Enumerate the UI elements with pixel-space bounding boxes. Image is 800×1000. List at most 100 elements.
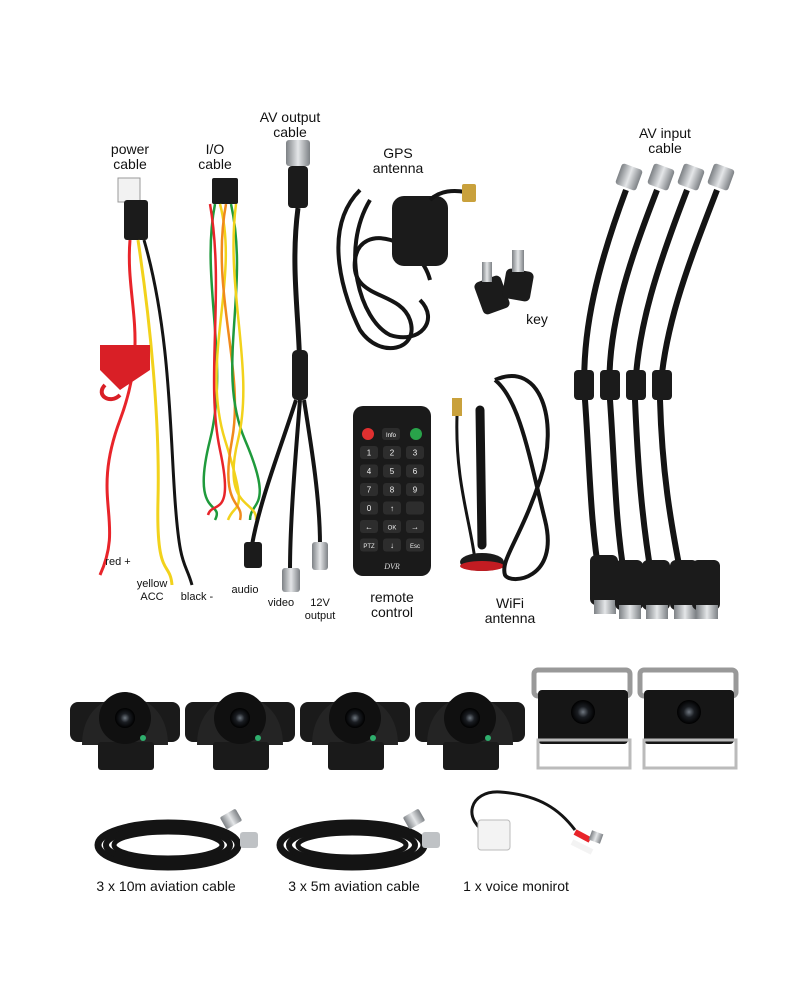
remote-key-label: ↑ bbox=[390, 504, 394, 513]
remote-key bbox=[383, 501, 401, 515]
label-wifi-antenna: WiFi antenna bbox=[470, 596, 550, 625]
av-output-connector bbox=[286, 140, 310, 166]
io-wire-red bbox=[206, 203, 227, 516]
label-io-cable-line1: I/O bbox=[205, 141, 225, 157]
dome-camera-3 bbox=[300, 692, 410, 770]
remote-key-label: → bbox=[411, 523, 419, 532]
voice-monitor bbox=[470, 790, 604, 855]
fuse-strap bbox=[99, 383, 122, 402]
remote-key-label: 5 bbox=[390, 467, 395, 476]
box-cameras bbox=[531, 667, 739, 770]
remote-key-label: PTZ bbox=[363, 544, 375, 550]
gps-sma-connector bbox=[462, 184, 476, 202]
label-audio: audio bbox=[231, 584, 259, 596]
remote-key-label: 6 bbox=[413, 467, 418, 476]
remote-key-label: 2 bbox=[390, 449, 395, 458]
remote-key bbox=[406, 464, 424, 478]
yellow-wire bbox=[136, 239, 174, 586]
av-output-cable bbox=[244, 140, 328, 592]
remote-key bbox=[383, 464, 401, 478]
remote-key-label: ← bbox=[365, 523, 373, 532]
label-power-cable: power cable bbox=[95, 142, 165, 171]
wifi-antenna bbox=[452, 374, 550, 582]
remote-key bbox=[360, 446, 378, 459]
label-key: key bbox=[526, 311, 548, 327]
caption-10m-cable: 3 x 10m aviation cable bbox=[96, 878, 236, 894]
io-cable bbox=[202, 178, 261, 521]
av-output-boot bbox=[288, 166, 308, 208]
remote-key-label: 9 bbox=[413, 486, 418, 495]
remote-brand: DVR bbox=[383, 562, 400, 571]
remote-key-label: 0 bbox=[367, 504, 372, 513]
audio-plug bbox=[244, 542, 262, 568]
key-blade-1 bbox=[512, 250, 524, 272]
remote-key bbox=[383, 520, 401, 533]
label-io-cable: I/O cable bbox=[183, 142, 247, 171]
io-wire-orange bbox=[220, 203, 242, 521]
label-wifi-line1: WiFi bbox=[496, 595, 524, 611]
remote-key bbox=[383, 446, 401, 459]
label-remote-line2: control bbox=[370, 603, 414, 620]
remote-key bbox=[406, 501, 424, 515]
label-av-output-line2: cable bbox=[273, 123, 307, 140]
label-yellow-acc: yellow ACC bbox=[130, 578, 174, 603]
dome-camera-4 bbox=[415, 692, 525, 770]
io-wire-yellow bbox=[215, 203, 241, 521]
av-input-cables bbox=[574, 163, 735, 619]
label-remote-control: remote control bbox=[352, 590, 432, 619]
box-camera-2 bbox=[637, 667, 739, 770]
remote-key bbox=[360, 483, 378, 496]
label-wifi-line2: antenna bbox=[484, 609, 536, 626]
label-power-cable-line2: cable bbox=[113, 155, 147, 172]
remote-key bbox=[406, 538, 424, 552]
black-wire bbox=[142, 239, 194, 586]
label-video: video bbox=[267, 597, 295, 609]
power-cable bbox=[98, 177, 194, 586]
remote-info-text: Info bbox=[386, 433, 397, 439]
label-yellow-line1: yellow bbox=[136, 578, 168, 590]
power-12v-plug bbox=[312, 542, 328, 570]
remote-key-label: 7 bbox=[367, 486, 372, 495]
remote-key bbox=[406, 483, 424, 496]
dome-cameras bbox=[70, 692, 525, 770]
label-12v-line1: 12V bbox=[310, 597, 330, 609]
power-connector-black bbox=[124, 200, 148, 240]
aviation-cable-10m bbox=[94, 809, 258, 871]
label-gps-line2: antenna bbox=[372, 159, 424, 176]
remote-key-label: 3 bbox=[413, 449, 418, 458]
dome-camera-1 bbox=[70, 692, 180, 770]
remote-key bbox=[360, 501, 378, 515]
label-red-plus: red + bbox=[105, 556, 131, 568]
io-connector bbox=[212, 178, 238, 204]
keys bbox=[474, 250, 534, 315]
remote-key bbox=[406, 446, 424, 459]
aviation-cable-5m bbox=[276, 809, 440, 871]
remote-key bbox=[360, 520, 378, 533]
remote-key-label: 4 bbox=[367, 467, 372, 476]
label-av-output-cable: AV output cable bbox=[245, 110, 335, 139]
wifi-sma-connector bbox=[452, 398, 462, 416]
label-12v-output: 12V output bbox=[300, 597, 340, 622]
gps-antenna bbox=[336, 184, 476, 350]
label-remote-line1: remote bbox=[370, 589, 414, 605]
label-12v-line2: output bbox=[304, 609, 336, 622]
label-av-input-cable: AV input cable bbox=[625, 126, 705, 155]
remote-power-key bbox=[362, 428, 374, 440]
remote-key bbox=[383, 538, 401, 552]
remote-key bbox=[406, 520, 424, 533]
gps-puck bbox=[392, 196, 448, 266]
red-wire bbox=[98, 239, 137, 576]
box-camera-1 bbox=[531, 667, 633, 770]
remote-key bbox=[383, 483, 401, 496]
label-av-input-line2: cable bbox=[648, 139, 682, 156]
remote-green-key bbox=[410, 428, 422, 440]
label-av-input-line1: AV input bbox=[639, 125, 691, 141]
remote-key-label: 1 bbox=[367, 449, 372, 458]
label-yellow-line2: ACC bbox=[140, 590, 164, 603]
io-wire-yellow-2 bbox=[232, 203, 258, 521]
key-2 bbox=[502, 268, 534, 302]
caption-voice-monitor: 1 x voice monirot bbox=[463, 878, 569, 894]
